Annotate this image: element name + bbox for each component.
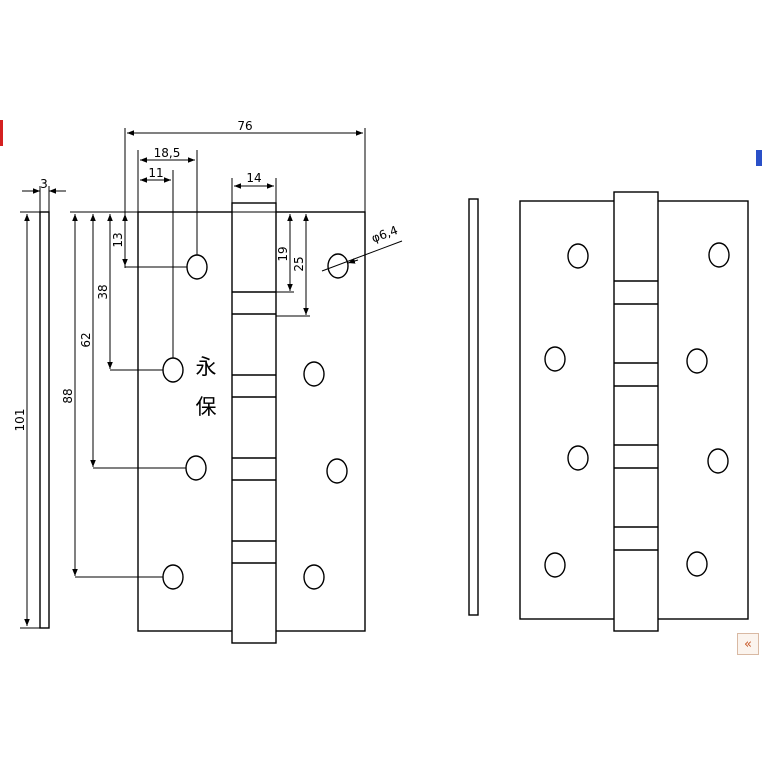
dim-hole-2-label: 38 <box>96 284 110 299</box>
hinge-knuckle <box>231 202 277 644</box>
dim-hole-offset-label: 18,5 <box>154 146 181 160</box>
second-view <box>468 191 749 632</box>
dim-hole-1-label: 13 <box>111 232 125 247</box>
screw-hole <box>185 455 207 481</box>
screw-hole <box>544 552 566 578</box>
dim-hole-3-label: 62 <box>79 332 93 347</box>
screw-hole <box>567 243 589 269</box>
screw-hole <box>186 254 208 280</box>
side-view-plate <box>39 211 50 629</box>
dim-hole-diameter-label: φ6,4 <box>370 223 400 245</box>
screw-hole <box>544 346 566 372</box>
dim-hole-4-label: 88 <box>61 388 75 403</box>
dim-knuckle-25-label: 25 <box>292 256 306 271</box>
screw-hole <box>326 458 348 484</box>
screw-hole <box>162 564 184 590</box>
dim-thickness-label: 3 <box>40 177 48 191</box>
brand-char: 永 <box>196 355 217 379</box>
screw-hole <box>303 564 325 590</box>
screw-hole <box>686 348 708 374</box>
screw-hole <box>707 448 729 474</box>
side-view: 3 101 <box>13 177 66 629</box>
screw-hole <box>162 357 184 383</box>
second-hinge-knuckle <box>613 191 659 632</box>
screw-hole <box>686 551 708 577</box>
dim-height-label: 101 <box>13 409 27 432</box>
dim-knuckle-width-label: 14 <box>246 171 261 185</box>
dim-overall-width-label: 76 <box>237 119 252 133</box>
screw-hole <box>708 242 730 268</box>
screw-hole <box>567 445 589 471</box>
screw-hole <box>327 253 349 279</box>
front-view-dimensioned: 永 保 76 18,5 11 14 13 38 62 <box>61 119 403 644</box>
dim-inner-offset-label: 11 <box>148 166 163 180</box>
second-side-plate <box>468 198 479 616</box>
left-edge-marker <box>0 120 3 146</box>
brand-char: 保 <box>196 395 217 419</box>
collapse-button[interactable]: « <box>737 633 759 655</box>
dim-knuckle-19-label: 19 <box>276 246 290 261</box>
right-edge-marker <box>756 150 762 166</box>
screw-hole <box>303 361 325 387</box>
